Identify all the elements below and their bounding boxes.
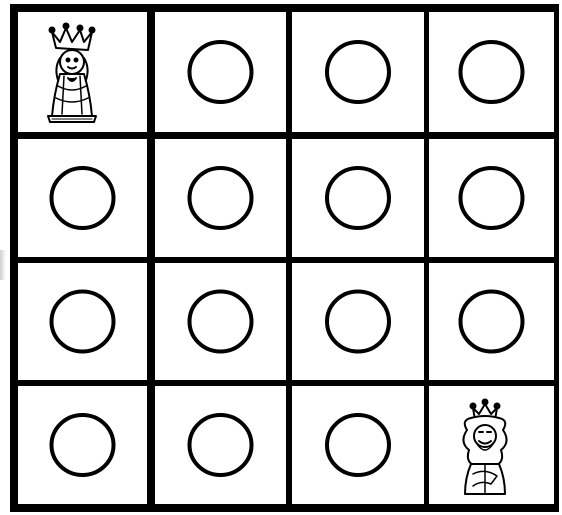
empty-circle-icon [429,263,554,380]
board-cell-r1-c2[interactable] [155,12,286,132]
board-cell-r3-c2[interactable] [155,263,286,380]
board-cell-r1-c1[interactable] [18,12,147,132]
empty-circle-icon [155,139,286,257]
empty-circle-icon [429,12,554,132]
board-cell-r1-c3[interactable] [292,12,424,132]
empty-circle-icon [18,139,147,257]
empty-circle-icon [292,263,424,380]
board-cell-r3-c1[interactable] [18,263,147,380]
empty-circle-icon [429,139,554,257]
board-cell-r4-c3[interactable] [292,386,424,504]
board-cell-r3-c4[interactable] [429,263,554,380]
board-cell-r4-c1[interactable] [18,386,147,504]
board-cell-r2-c4[interactable] [429,139,554,257]
edge-shadow [0,250,6,280]
game-board [10,4,559,512]
board-cell-r4-c4[interactable] [429,386,554,504]
empty-circle-icon [18,263,147,380]
empty-circle-icon [155,263,286,380]
empty-circle-icon [18,386,147,504]
empty-circle-icon [292,12,424,132]
empty-circle-icon [155,386,286,504]
empty-circle-icon [155,12,286,132]
board-cell-r3-c3[interactable] [292,263,424,380]
empty-circle-icon [292,139,424,257]
board-cell-r4-c2[interactable] [155,386,286,504]
board-cell-r2-c3[interactable] [292,139,424,257]
board-cell-r1-c4[interactable] [429,12,554,132]
board-cell-r2-c1[interactable] [18,139,147,257]
queen-icon [18,12,147,132]
king-icon [429,386,554,504]
board-cell-r2-c2[interactable] [155,139,286,257]
empty-circle-icon [292,386,424,504]
